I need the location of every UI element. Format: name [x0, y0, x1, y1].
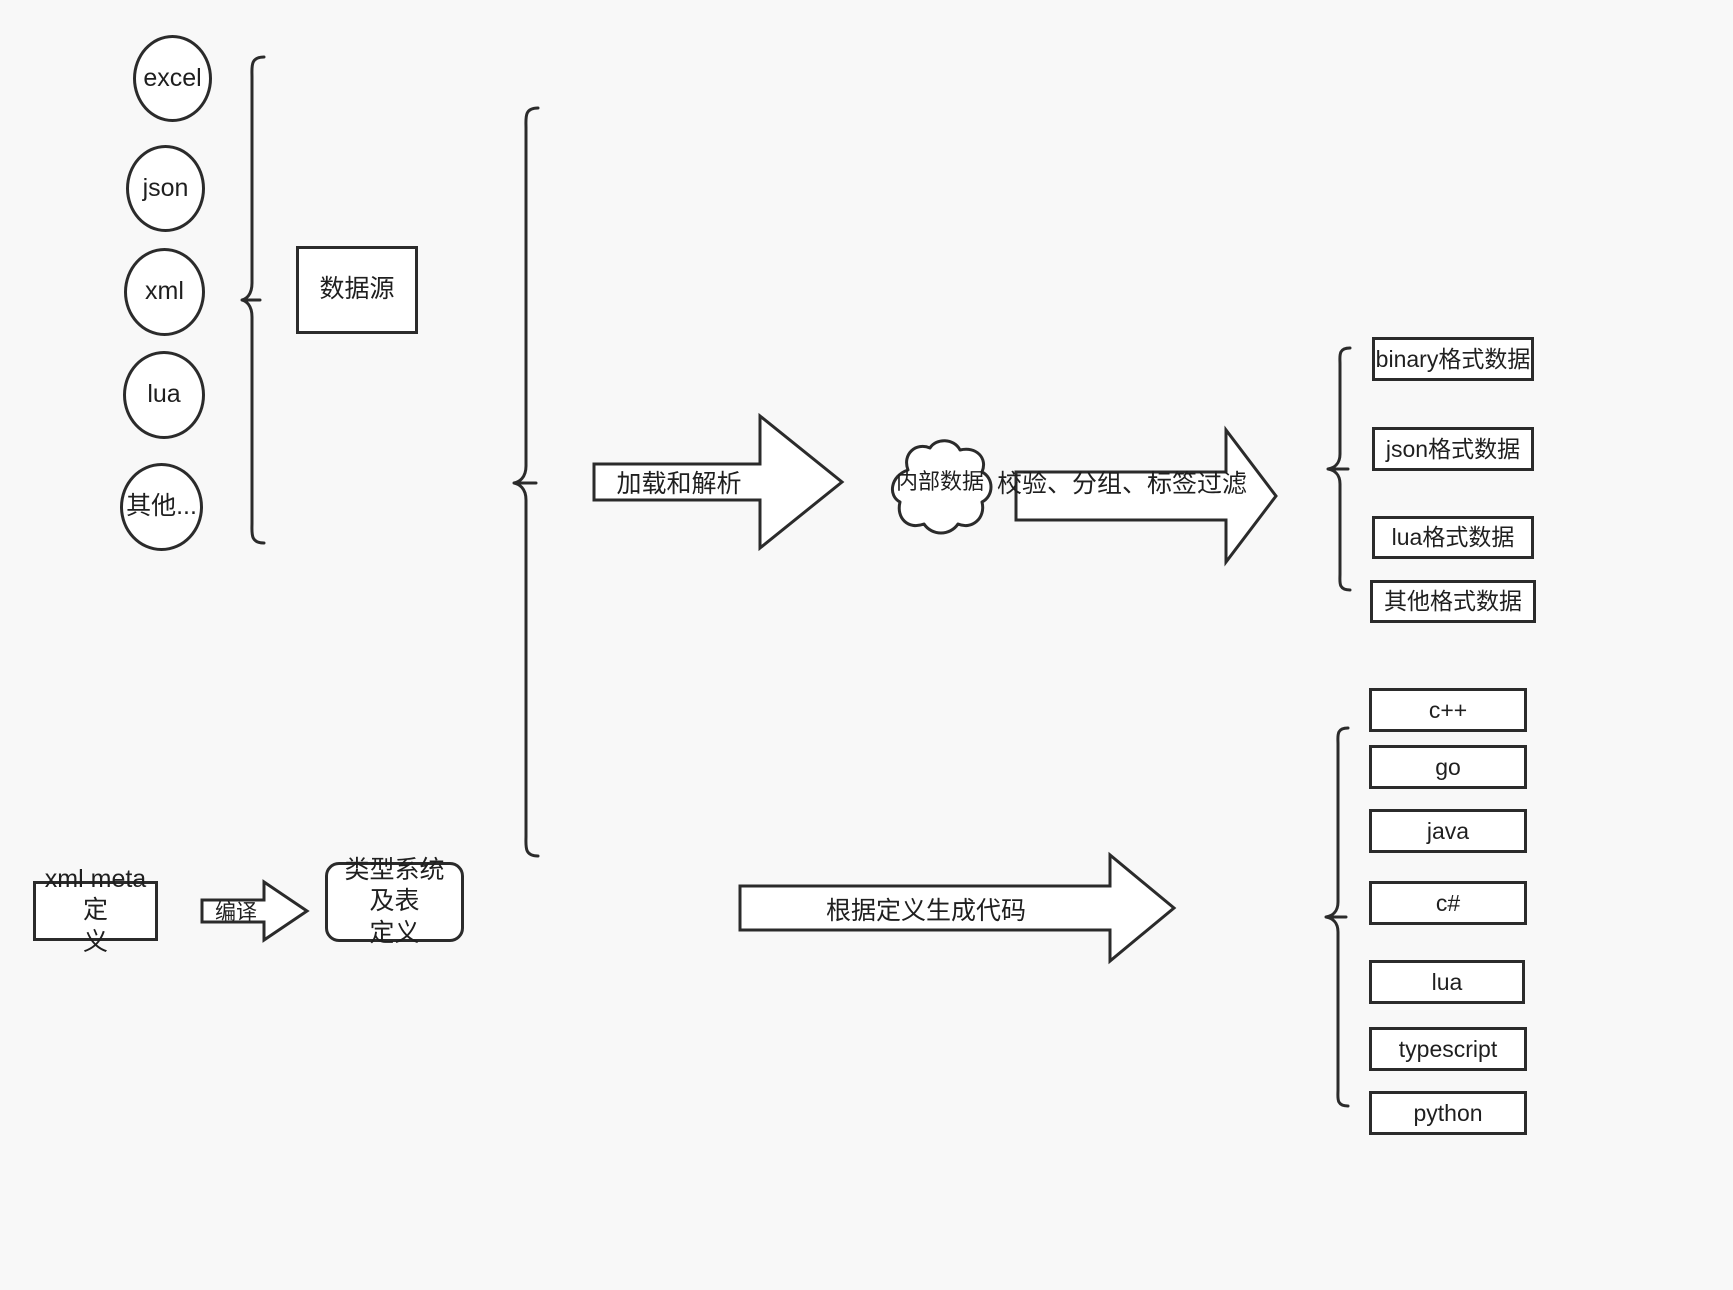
language-label: lua	[1431, 968, 1463, 995]
formats-brace-icon	[1326, 346, 1352, 592]
language-box-python[interactable]: python	[1369, 1091, 1527, 1135]
type-system-label-line2: 定义	[369, 918, 420, 947]
source-node-excel[interactable]: excel	[133, 35, 212, 122]
source-label: json	[142, 173, 189, 202]
output-format-box-lua[interactable]: lua格式数据	[1372, 516, 1534, 559]
language-box-go[interactable]: go	[1369, 745, 1527, 789]
language-label: c#	[1435, 889, 1461, 916]
xml-meta-label-line2: 义	[82, 927, 108, 956]
output-format-box-json[interactable]: json格式数据	[1372, 427, 1534, 471]
source-node-json[interactable]: json	[126, 145, 205, 232]
internal-data-cloud[interactable]	[884, 436, 996, 538]
filter-arrow[interactable]	[1014, 425, 1280, 567]
language-box-java[interactable]: java	[1369, 809, 1527, 853]
output-format-box-other[interactable]: 其他格式数据	[1370, 580, 1536, 623]
data-source-box[interactable]: 数据源	[296, 246, 418, 334]
output-format-label: 其他格式数据	[1384, 588, 1522, 615]
load-parse-arrow[interactable]	[592, 412, 846, 552]
data-source-label: 数据源	[319, 275, 395, 304]
language-label: java	[1426, 817, 1470, 844]
compile-arrow[interactable]	[200, 879, 310, 943]
inputs-brace-icon	[512, 106, 540, 858]
type-system-box[interactable]: 类型系统及表 定义	[325, 856, 464, 947]
source-label: 其他...	[126, 492, 197, 521]
output-format-label: lua格式数据	[1391, 524, 1515, 551]
source-label: lua	[147, 380, 181, 409]
source-node-lua[interactable]: lua	[123, 351, 205, 439]
xml-meta-definition-box[interactable]: xml meta定 义	[33, 865, 158, 956]
codegen-arrow[interactable]	[738, 851, 1178, 965]
language-box-typescript[interactable]: typescript	[1369, 1027, 1527, 1071]
languages-brace-icon	[1324, 726, 1350, 1108]
output-format-label: binary格式数据	[1375, 345, 1531, 372]
language-label: python	[1413, 1099, 1483, 1126]
language-label: typescript	[1398, 1035, 1498, 1062]
sources-brace-icon	[240, 55, 266, 545]
source-node-other[interactable]: 其他...	[120, 463, 203, 551]
source-label: xml	[145, 277, 184, 306]
language-box-csharp[interactable]: c#	[1369, 881, 1527, 925]
source-node-xml[interactable]: xml	[124, 248, 205, 336]
output-format-label: json格式数据	[1385, 435, 1521, 462]
language-label: go	[1435, 753, 1461, 780]
source-label: excel	[143, 63, 202, 92]
language-label: c++	[1428, 696, 1468, 723]
output-format-box-binary[interactable]: binary格式数据	[1372, 337, 1534, 381]
type-system-label-line1: 类型系统及表	[344, 856, 445, 916]
xml-meta-label-line1: xml meta定	[44, 865, 147, 925]
language-box-lua[interactable]: lua	[1369, 960, 1525, 1004]
language-box-cpp[interactable]: c++	[1369, 688, 1527, 732]
